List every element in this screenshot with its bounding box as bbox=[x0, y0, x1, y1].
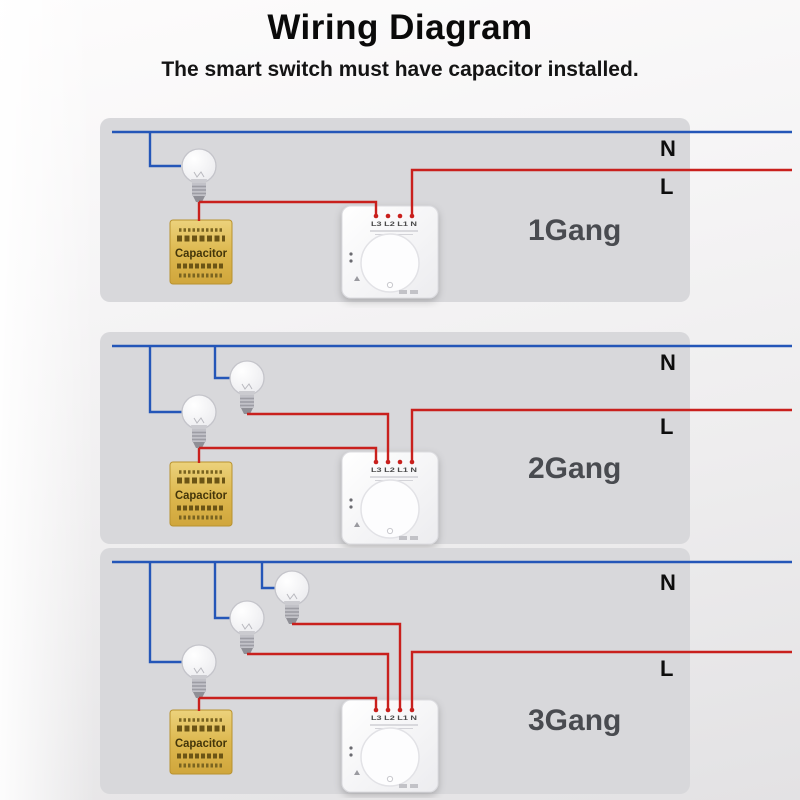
wiring-panel-1gang: N L 1Gang bbox=[100, 118, 792, 302]
load-wire-3 bbox=[292, 622, 402, 710]
load-wire-1 bbox=[199, 200, 378, 216]
gang-label-1: 1Gang bbox=[528, 214, 621, 247]
neutral-wire-drop-1 bbox=[148, 132, 181, 168]
live-wire-feed bbox=[410, 650, 792, 710]
load-wire-2 bbox=[247, 652, 390, 710]
neutral-wire-drop-2 bbox=[213, 562, 230, 620]
capacitor bbox=[170, 220, 232, 284]
live-wire-feed bbox=[410, 168, 792, 216]
live-wire-feed bbox=[410, 408, 792, 462]
capacitor bbox=[170, 462, 232, 526]
live-label: L bbox=[660, 414, 673, 439]
live-label: L bbox=[660, 656, 673, 681]
neutral-wire-drop-1 bbox=[148, 562, 182, 664]
wiring-panel-2gang: N L 2Gang bbox=[100, 332, 792, 548]
load-wire-1 bbox=[199, 696, 378, 710]
load-wire-1 bbox=[199, 446, 378, 462]
neutral-label: N bbox=[660, 136, 676, 161]
smart-switch-module bbox=[342, 452, 438, 544]
smart-switch-module bbox=[342, 206, 438, 298]
neutral-wire-drop-2 bbox=[213, 346, 230, 380]
page-subtitle: The smart switch must have capacitor ins… bbox=[161, 58, 639, 81]
gang-label-2: 2Gang bbox=[528, 452, 621, 485]
gang-label-3: 3Gang bbox=[528, 704, 621, 737]
capacitor bbox=[170, 710, 232, 774]
neutral-label: N bbox=[660, 350, 676, 375]
smart-switch-module bbox=[342, 700, 438, 792]
load-wire-2 bbox=[247, 412, 390, 462]
neutral-wire-drop-3 bbox=[260, 562, 275, 590]
page-title: Wiring Diagram bbox=[267, 8, 533, 47]
neutral-label: N bbox=[660, 570, 676, 595]
neutral-wire-drop-1 bbox=[148, 346, 182, 414]
wiring-panel-3gang: N L 3Gang bbox=[100, 548, 792, 794]
live-label: L bbox=[660, 174, 673, 199]
